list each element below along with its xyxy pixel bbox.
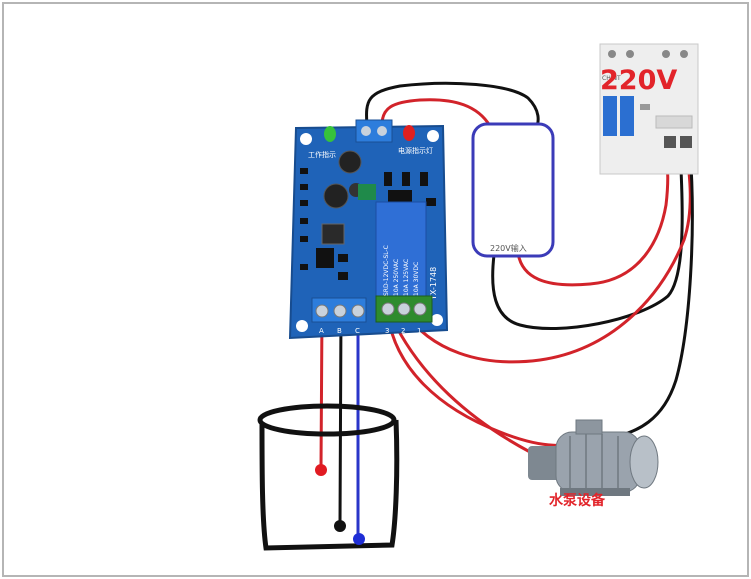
terminal-screw <box>333 304 347 318</box>
wire-red-top <box>380 98 492 128</box>
motor-body <box>555 431 641 493</box>
green-component <box>358 184 376 200</box>
wire-red-relay-motor-a <box>386 314 600 447</box>
terminal-screw <box>381 302 395 316</box>
diode <box>384 172 392 186</box>
ic-chip <box>316 248 334 268</box>
terminal-screw <box>315 304 329 318</box>
breaker-terminal <box>664 136 676 148</box>
board-model: YX-1748 <box>429 267 438 301</box>
relay-text: SRD-12VDC-SL-C <box>383 245 390 296</box>
wire-black-adapter-breaker <box>491 148 684 331</box>
smd-part <box>300 200 308 206</box>
relay: SRD-12VDC-SL-C 10A 250VAC 10A 125VAC 10A… <box>375 201 427 303</box>
terminal-screw <box>361 126 371 136</box>
tank-rim <box>257 403 397 437</box>
breaker-screw <box>662 50 670 58</box>
capacitor <box>323 183 349 209</box>
pump-label: 水泵设备 <box>549 492 606 509</box>
voltage-label: 220V <box>600 65 677 96</box>
relay-terminal-label-2: 2 <box>401 327 405 335</box>
breaker-label-plate <box>655 115 693 129</box>
probe-tip-blue <box>353 533 365 545</box>
water-pump: 水泵设备 <box>528 419 659 509</box>
silk-work-indicator: 工作指示 <box>308 150 336 159</box>
breaker-test-button <box>640 104 650 110</box>
smd-part <box>300 168 308 174</box>
transistor <box>338 254 348 262</box>
inductor <box>321 223 345 245</box>
breaker-screw <box>608 50 616 58</box>
probe-tip-red <box>315 464 327 476</box>
diode <box>420 172 428 186</box>
smd-part <box>300 236 308 242</box>
red-led <box>403 125 415 141</box>
capacitor <box>338 150 362 174</box>
diode <box>402 172 410 186</box>
adapter-label: 220V输入 <box>490 243 527 253</box>
circuit-breaker: CHINT 220V <box>599 43 699 175</box>
breaker-brand: CHINT <box>602 75 621 82</box>
green-led <box>324 126 336 142</box>
breaker-terminal <box>680 136 692 148</box>
terminal-screw <box>397 302 411 316</box>
smd-part <box>300 218 308 224</box>
tank-body <box>259 419 400 551</box>
smd-part <box>426 198 436 206</box>
terminal-label-b: B <box>337 327 342 335</box>
wire-red-relay-breaker <box>402 146 692 364</box>
adapter-box <box>471 122 555 258</box>
wire-black-breaker-motor <box>598 148 694 442</box>
terminal-screw <box>413 302 427 316</box>
breaker-screw <box>680 50 688 58</box>
mount-hole <box>300 133 312 145</box>
wire-probe-a <box>319 310 324 470</box>
smd-part <box>300 264 308 270</box>
water-tank <box>257 403 400 551</box>
smd-part <box>300 184 308 190</box>
terminal-screw <box>377 126 387 136</box>
control-board: 工作指示 电源指示灯 SRD-12VDC-SL-C 10A <box>288 119 449 340</box>
relay-text: 10A 125VAC <box>403 259 410 296</box>
mount-hole <box>431 314 443 326</box>
motor-base <box>560 488 630 496</box>
relay-terminal-label-3: 3 <box>385 327 389 335</box>
wires <box>319 81 694 539</box>
transistor <box>338 272 348 280</box>
wire-black-top <box>365 81 540 132</box>
relay-text: 10A 30VDC <box>413 262 420 296</box>
relay-terminal-label-1: 1 <box>417 327 421 335</box>
breaker-toggle-left <box>603 96 617 136</box>
terminal-label-c: C <box>355 327 360 335</box>
motor-fan-cover <box>629 435 659 489</box>
mount-hole <box>427 130 439 142</box>
probe-tip-black <box>334 520 346 532</box>
relay-text: 10A 250VAC <box>393 259 400 296</box>
wire-red-adapter-breaker <box>516 143 670 287</box>
breaker-toggle-right <box>620 96 634 136</box>
breaker-screw <box>626 50 634 58</box>
power-terminal <box>355 119 393 143</box>
motor-junction-box <box>575 419 603 435</box>
terminal-screw <box>351 304 365 318</box>
wire-probe-b <box>338 310 343 526</box>
silk-power-indicator: 电源指示灯 <box>398 146 433 155</box>
mount-hole <box>296 320 308 332</box>
terminal-label-a: A <box>319 327 324 335</box>
power-adapter: 220V输入 <box>471 122 555 258</box>
